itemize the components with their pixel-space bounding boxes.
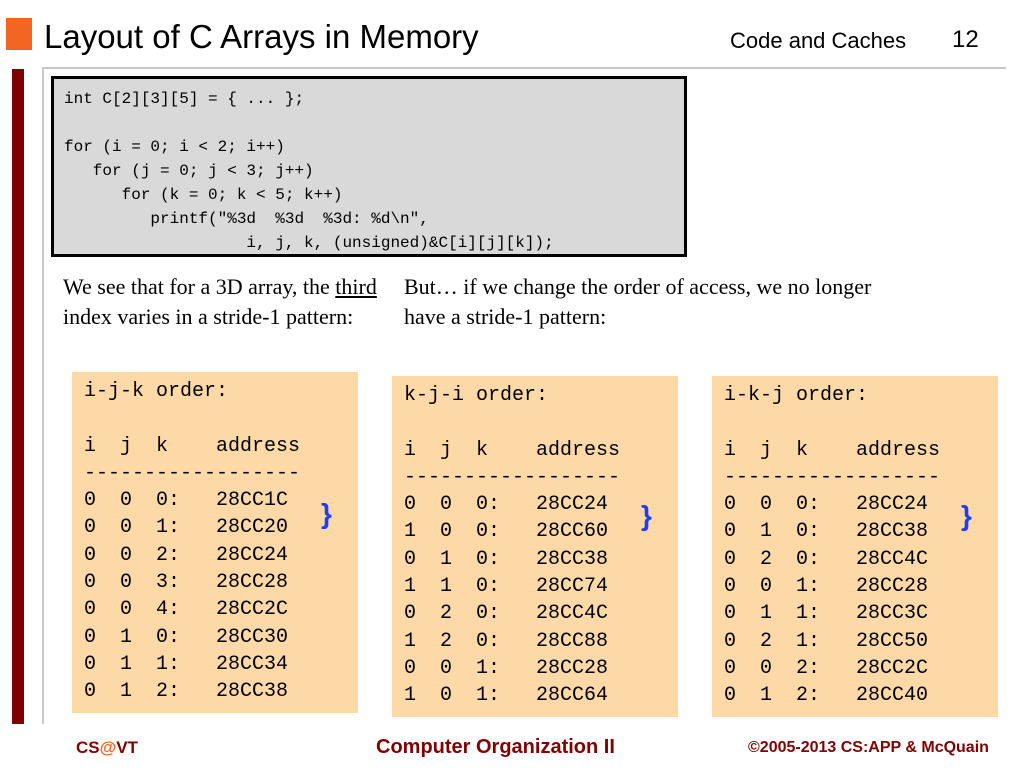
table-title: i-j-k order:	[84, 380, 229, 403]
table-body: i j k address ------------------ 0 0 0: …	[84, 434, 301, 704]
code-text: int C[2][3][5] = { ... }; for (i = 0; i …	[64, 90, 554, 252]
table-body: i j k address ------------------ 0 0 0: …	[724, 438, 941, 708]
brace-icon: }	[961, 500, 972, 531]
underlined-word: third	[335, 274, 377, 299]
left-accent-bar	[12, 69, 24, 724]
side-divider	[42, 67, 44, 724]
footer-copyright: ©2005-2013 CS:APP & McQuain	[748, 739, 989, 756]
left-text-end: index varies in a stride-1 pattern:	[63, 304, 354, 329]
section-subtitle: Code and Caches	[730, 28, 907, 53]
right-explanation: But… if we change the order of access, w…	[404, 274, 872, 329]
table-ijk: i-j-k order: i j k address -------------…	[72, 372, 358, 713]
code-block: int C[2][3][5] = { ... }; for (i = 0; i …	[51, 76, 687, 257]
left-explanation: We see that for a 3D array, the third in…	[63, 272, 383, 332]
brace-icon: }	[321, 498, 332, 529]
footer-vt: VT	[116, 738, 138, 757]
footer-cs: CS	[76, 738, 100, 757]
footer-at: @	[99, 738, 117, 757]
footer-affiliation: CS@VT	[76, 738, 138, 758]
brace-icon: }	[641, 500, 652, 531]
table-body: i j k address ------------------ 0 0 0: …	[404, 438, 621, 708]
table-title: i-k-j order:	[724, 384, 869, 407]
table-kji: k-j-i order: i j k address -------------…	[392, 376, 678, 717]
left-text-start: We see that for a 3D array, the	[63, 274, 336, 299]
table-ikj: i-k-j order: i j k address -------------…	[712, 376, 998, 717]
slide-number: 12	[952, 26, 979, 53]
table-title: k-j-i order:	[404, 384, 549, 407]
page-title: Layout of C Arrays in Memory	[44, 18, 479, 55]
top-divider	[42, 67, 1006, 69]
title-accent-square	[6, 18, 32, 50]
footer-course: Computer Organization II	[376, 736, 615, 758]
